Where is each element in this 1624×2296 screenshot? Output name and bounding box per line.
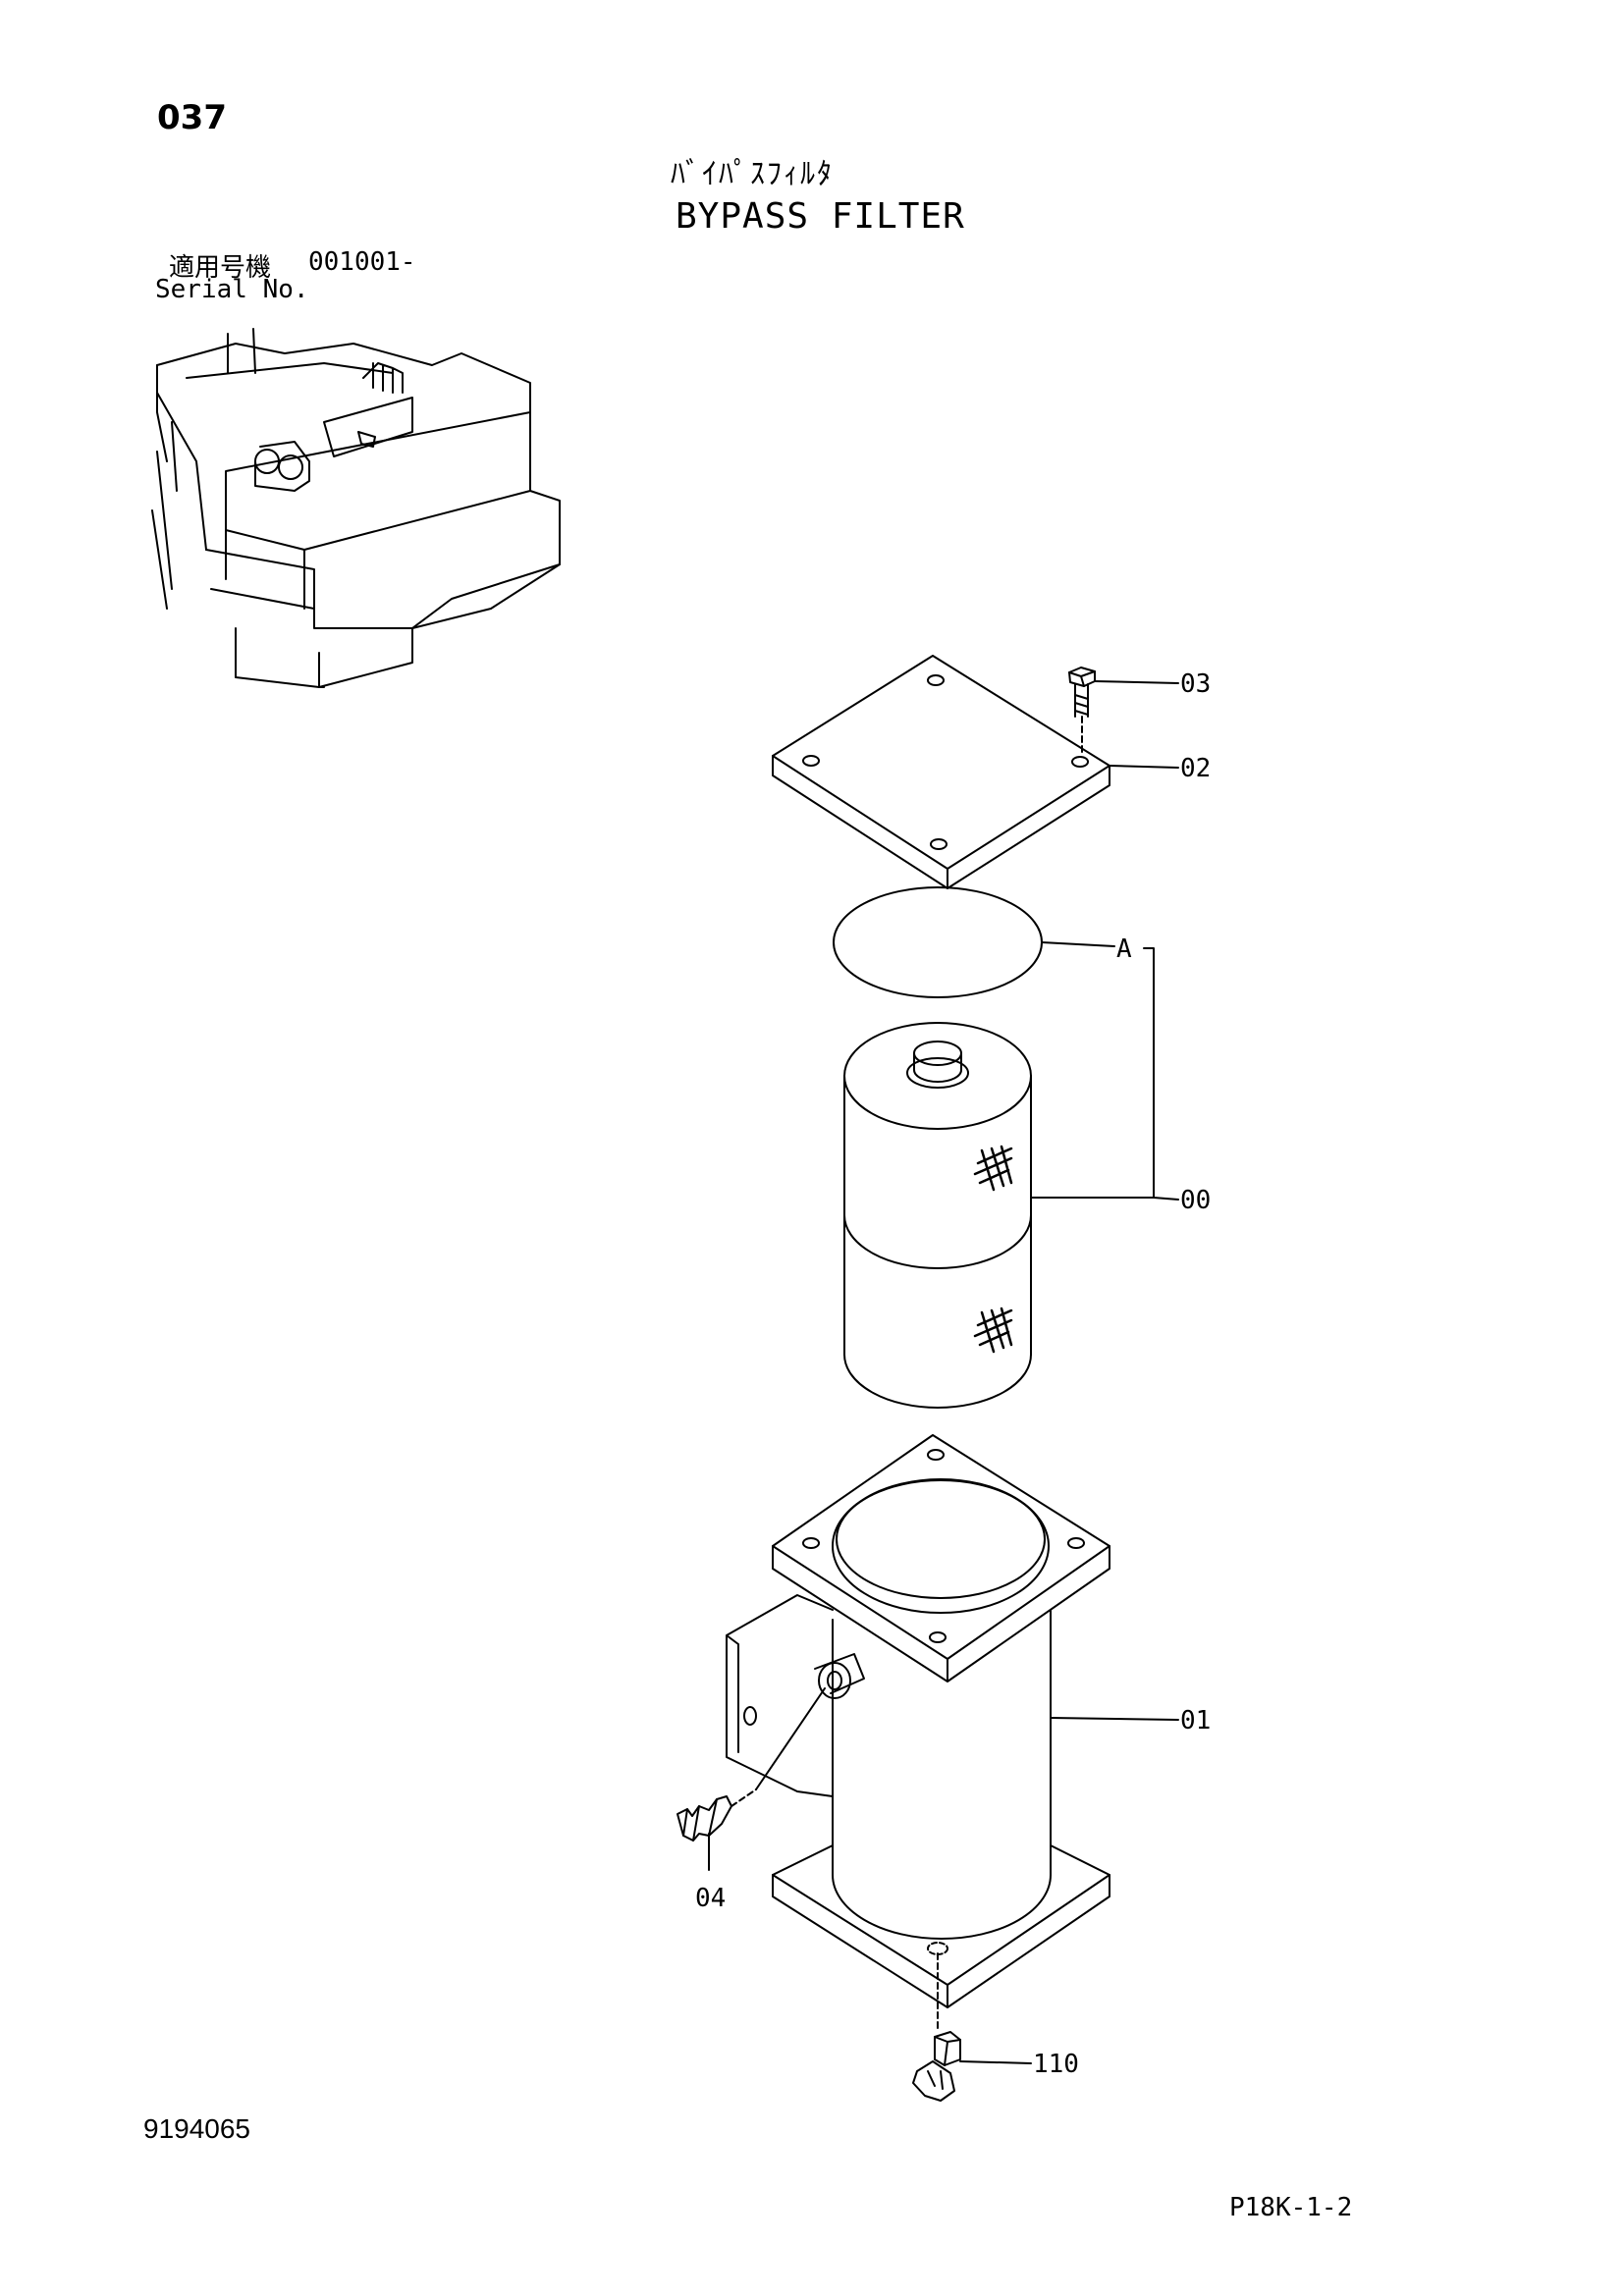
part-04-fitting [677, 1687, 826, 1871]
part-a-oring [833, 886, 1179, 1201]
part-03-bolt [1068, 667, 1179, 757]
callout-00: 00 [1180, 1186, 1211, 1215]
page-number: 037 [157, 98, 227, 137]
callout-04: 04 [695, 1884, 726, 1913]
document-number: 9194065 [143, 2113, 251, 2144]
serial-number: 001001- [308, 247, 416, 277]
callout-a: A [1116, 934, 1132, 964]
part-00-filter-element [843, 1022, 1155, 1409]
part-01-filter-body [726, 1434, 1179, 2013]
serial-label-japanese: 適用号機 [169, 253, 272, 283]
serial-label-english: Serial No. [155, 275, 309, 304]
callout-03: 03 [1180, 669, 1211, 699]
part-02-cover-plate [772, 655, 1179, 889]
title-japanese: ﾊﾞｲﾊﾟｽﾌｨﾙﾀ [671, 157, 834, 191]
callout-02: 02 [1180, 754, 1211, 783]
page-reference: P18K-1-2 [1229, 2193, 1353, 2222]
part-110-elbow-fitting [912, 2011, 1032, 2102]
location-view [151, 328, 561, 688]
title-english: BYPASS FILTER [676, 196, 965, 237]
callout-01: 01 [1180, 1706, 1211, 1735]
callout-110: 110 [1033, 2050, 1079, 2079]
